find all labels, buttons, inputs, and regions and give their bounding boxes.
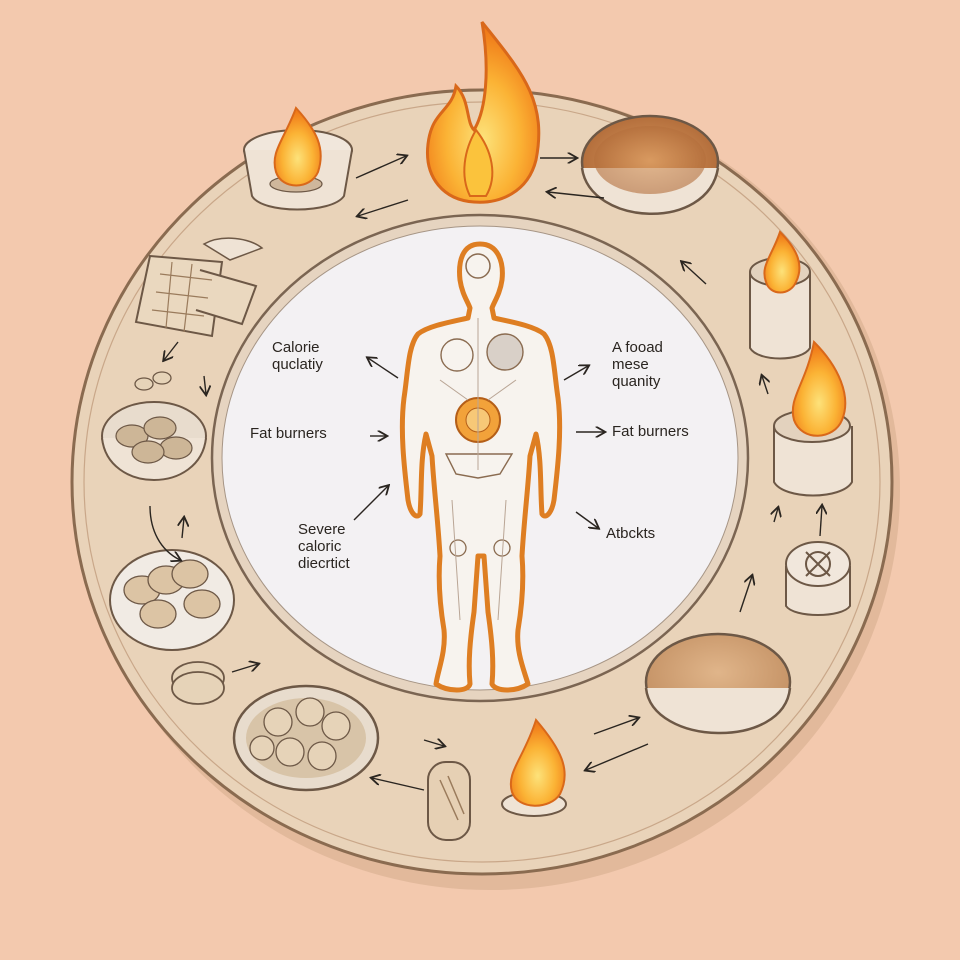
grain-bowl-icon	[580, 114, 720, 215]
arrow-icon	[182, 518, 184, 539]
cookie-bowl-icon	[232, 684, 380, 792]
arrow-icon	[353, 486, 388, 521]
arrow-icon	[368, 358, 399, 379]
label-attacks: Atbckts	[606, 525, 656, 542]
arrow-icon	[820, 506, 822, 537]
arrow-icon	[586, 743, 649, 770]
arrow-icon	[682, 262, 707, 285]
bowl-flame-icon	[243, 106, 353, 211]
knee-left	[449, 539, 467, 557]
bottom-flame-icon	[501, 717, 567, 817]
cookie-stack-icon	[171, 661, 225, 705]
bar-snack-icon	[427, 761, 471, 841]
label-food-quantity: A fooad mese quanity	[612, 339, 663, 390]
arrow-icon	[164, 341, 179, 360]
candle-icon-2	[773, 339, 853, 497]
nut-icon	[134, 371, 172, 391]
head-detail	[465, 253, 491, 279]
body-figure	[399, 241, 563, 693]
jar-icon	[785, 541, 851, 616]
arrow-icon	[149, 505, 180, 560]
arrow-icon	[774, 508, 778, 523]
arrow-icon	[575, 511, 598, 528]
cracker-icon	[134, 237, 264, 338]
nut-bowl-icon	[101, 401, 207, 481]
muscle-lines	[439, 318, 517, 621]
arrow-icon	[423, 740, 444, 746]
coin-plate-icon	[109, 549, 235, 651]
arrow-icon	[358, 199, 409, 216]
arrow-icon	[204, 375, 206, 394]
arrow-icon	[548, 192, 605, 199]
top-flame-icon	[426, 21, 541, 204]
arrow-icon	[355, 156, 406, 179]
arrow-icon	[593, 718, 638, 735]
arrow-icon	[372, 778, 425, 791]
chest-left-detail	[440, 338, 474, 372]
label-fat-burners-right: Fat burners	[612, 423, 689, 440]
ring-arrows	[149, 156, 822, 791]
outer-ring-inner-edge	[83, 101, 881, 863]
label-arrows	[353, 358, 604, 528]
pelvis-detail	[444, 453, 514, 479]
arrow-icon	[739, 576, 752, 613]
label-calorie-quality: Calorie quclatiy	[272, 339, 323, 373]
candle-icon-1	[749, 230, 811, 360]
arrow-icon	[762, 376, 768, 395]
chest-right-detail	[486, 333, 524, 371]
label-severe-deficit: Severe caloric diecrtict	[298, 521, 350, 572]
powder-bowl-icon	[644, 632, 792, 735]
arrow-icon	[231, 664, 258, 673]
arrow-icon	[563, 366, 588, 381]
label-fat-burners-left: Fat burners	[250, 425, 327, 442]
